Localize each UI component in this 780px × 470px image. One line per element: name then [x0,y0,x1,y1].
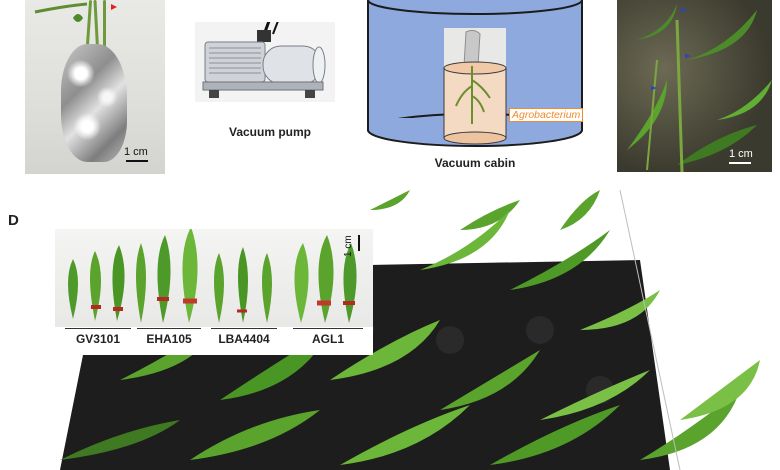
agrobacterium-label: Agrobacterium [509,108,584,122]
vacuum-pump-illustration [195,7,335,112]
vacuum-cabin-illustration [360,0,590,150]
scale-bar [729,162,751,164]
aluminum-foil-wrap [61,44,127,162]
strain-underline [137,328,201,329]
strain-underline [293,328,363,329]
leaf-samples [68,229,360,323]
panel-letter-d: D [8,212,19,229]
strain-label-agl1: AGL1 [311,332,344,346]
strain-label-gv3101: GV3101 [75,332,121,346]
strain-underline [211,328,277,329]
scale-bar [126,160,148,162]
strain-underline [65,328,131,329]
scale-label: 1 cm [729,148,753,160]
photo-regenerated-shoots: 1 cm [617,0,772,172]
vacuum-pump-label: Vacuum pump [228,125,311,139]
photo-wrapped-cutting: 1 cm [25,0,165,174]
vacuum-cabin-label: Vacuum cabin [434,156,516,170]
inset-scale-label: 1 cm [343,235,354,257]
strain-label-lba4404: LBA4404 [218,332,270,346]
strain-label-eha105: EHA105 [146,332,192,346]
leaf-sprig-icon [34,2,117,22]
inset-leaf-comparison: 1 cm GV3101 EHA105 LBA4404 AGL1 [55,229,373,355]
scale-label: 1 cm [124,146,148,158]
